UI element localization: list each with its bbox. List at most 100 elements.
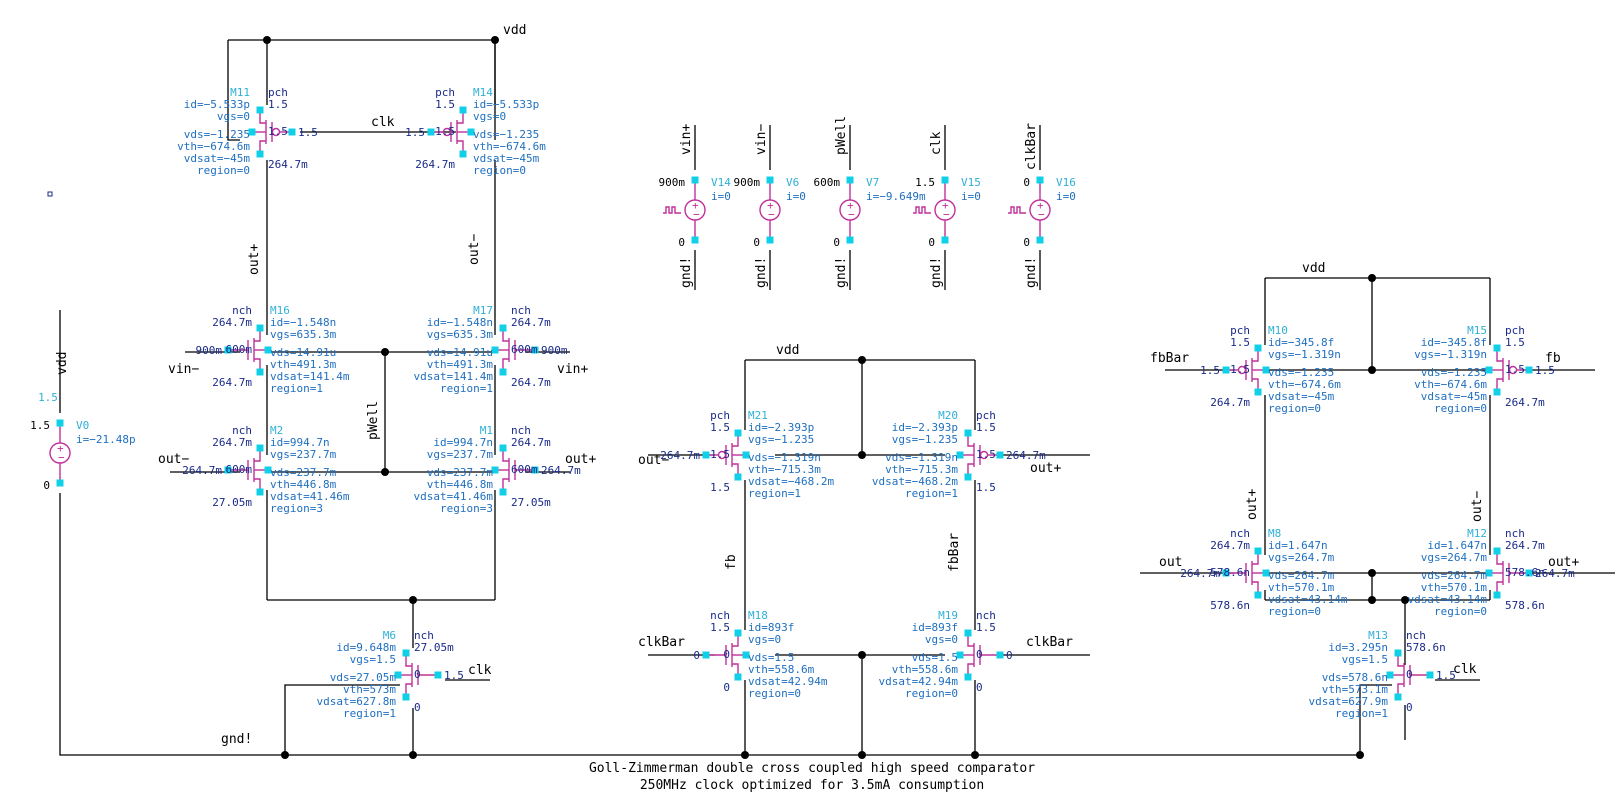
pin-voltage-drain: 1.5	[268, 98, 288, 111]
source-top-voltage: 1.5	[30, 419, 50, 432]
pin-voltage-source: 0	[414, 701, 421, 714]
pin-voltage-drain: 264.7m	[1210, 539, 1250, 552]
op-point-line: vds=237.7m	[270, 466, 337, 479]
pin-minus	[691, 236, 699, 244]
net-out-minus-mid: out−	[638, 453, 669, 468]
op-point-line: vgs=0	[925, 633, 958, 646]
op-point-line: vth=−674.6m	[1414, 378, 1487, 391]
pin-drain	[1254, 547, 1262, 555]
source-top-voltage: 900m	[659, 176, 686, 189]
pin-source	[964, 473, 972, 481]
pin-bulk	[248, 128, 256, 136]
op-point-line: vth=−674.6m	[473, 140, 546, 153]
op-point-line: region=1	[440, 382, 493, 395]
sources-layer: +−900m0V14i=0+−900m0V6i=0+−600m0V7i=−9.6…	[30, 170, 1076, 493]
op-point-line: vdsat=43.14m	[1408, 593, 1488, 606]
op-point-line: id=−1.548n	[270, 316, 336, 329]
svg-text:−: −	[848, 208, 855, 221]
op-point-line: vgs=1.5	[1342, 653, 1388, 666]
pin-drain	[256, 324, 264, 332]
net-src-gnd-5: gnd!	[1024, 257, 1039, 288]
op-point-line: vgs=−1.235	[892, 433, 958, 446]
pin-voltage-bulk: 1.5	[1230, 363, 1250, 376]
op-point-line: vgs=264.7m	[1268, 551, 1335, 564]
op-point-line: vdsat=43.14m	[1268, 593, 1348, 606]
pin-gate	[427, 128, 435, 136]
op-point-line: region=1	[1335, 707, 1388, 720]
op-point-line: id=1.647n	[1268, 539, 1328, 552]
op-point-line: vdsat=41.46m	[270, 490, 350, 503]
device-type: nch	[976, 609, 996, 622]
device-name: M10	[1268, 324, 1288, 337]
pin-gate	[224, 466, 232, 474]
pin-gate	[702, 651, 710, 659]
pin-drain	[402, 649, 410, 657]
op-point-line: vth=558.6m	[748, 663, 815, 676]
source-top-voltage: 600m	[814, 176, 841, 189]
net-out-plus-left: out+	[565, 452, 596, 467]
op-point-line: vth=−674.6m	[1268, 378, 1341, 391]
svg-text:+: +	[847, 199, 854, 212]
net-out-plus-right: out+	[1548, 555, 1579, 570]
op-point-line: id=−1.548n	[427, 316, 493, 329]
device-type: nch	[1505, 527, 1525, 540]
op-point-line: region=0	[905, 687, 958, 700]
op-point-line: vgs=−1.319n	[1414, 348, 1487, 361]
op-point-line: vth=−715.3m	[748, 463, 821, 476]
device-name: M15	[1467, 324, 1487, 337]
pin-voltage-gate: 1.5	[1436, 669, 1456, 682]
pin-voltage-gate: 1.5	[405, 126, 425, 139]
net-out: out	[1159, 555, 1182, 570]
op-point-line: vgs=−1.235	[748, 433, 814, 446]
source-top-voltage: 0	[1023, 176, 1030, 189]
op-point-line: vgs=635.3m	[427, 328, 494, 341]
pin-voltage-bulk: 1.5	[1505, 363, 1525, 376]
op-point-line: vdsat=627.9m	[1309, 695, 1389, 708]
svg-text:−: −	[58, 451, 65, 464]
op-point-line: vdsat=141.4m	[414, 370, 494, 383]
device-name: M18	[748, 609, 768, 622]
caption-line-2: 250MHz clock optimized for 3.5mA consump…	[640, 778, 984, 793]
pin-source	[1493, 591, 1501, 599]
pin-voltage-gate: 264.7m	[1535, 567, 1575, 580]
pin-plus	[691, 176, 699, 184]
op-point-line: vdsat=42.94m	[748, 675, 828, 688]
source-extra-voltage: 1.5	[38, 391, 58, 404]
op-point-line: vds=237.7m	[427, 466, 494, 479]
pin-drain	[1254, 344, 1262, 352]
pin-bulk	[1485, 569, 1493, 577]
svg-text:+: +	[767, 199, 774, 212]
pin-drain	[459, 106, 467, 114]
pin-source	[734, 673, 742, 681]
source-top-voltage: 900m	[734, 176, 761, 189]
device-name: M2	[270, 424, 283, 437]
device-type: nch	[511, 424, 531, 437]
pin-bulk	[956, 451, 964, 459]
pin-voltage-drain: 264.7m	[212, 316, 252, 329]
source-bottom-voltage: 0	[1023, 236, 1030, 249]
transistor-m11: 1.51.51.5264.7mpchM11id=−5.533pvgs=0vds=…	[177, 86, 318, 177]
op-point-line: vds=1.5	[748, 651, 794, 664]
net-out-plus-vert-right: out+	[1245, 489, 1260, 520]
svg-text:+: +	[1037, 199, 1044, 212]
pin-voltage-drain: 1.5	[435, 98, 455, 111]
op-point-line: vds=264.7m	[1421, 569, 1488, 582]
op-point-line: vgs=237.7m	[270, 448, 337, 461]
device-name: M11	[230, 86, 250, 99]
transistor-m1: 264.7m264.7m600m27.05mnchM1id=994.7nvgs=…	[414, 424, 582, 515]
op-point-line: vdsat=−468.2m	[748, 475, 834, 488]
net-fbbar: fbBar	[1150, 351, 1189, 366]
net-src-vinm: vin−	[754, 124, 769, 155]
op-point-line: region=0	[1268, 605, 1321, 618]
pin-voltage-drain: 264.7m	[1505, 539, 1545, 552]
pin-bulk	[1262, 366, 1270, 374]
pin-source	[1493, 388, 1501, 396]
device-name: M17	[473, 304, 493, 317]
net-out-plus-vert: out+	[247, 244, 262, 275]
transistor-m20: 1.5264.7m1.51.5pchM20id=−2.393pvgs=−1.23…	[872, 409, 1046, 500]
